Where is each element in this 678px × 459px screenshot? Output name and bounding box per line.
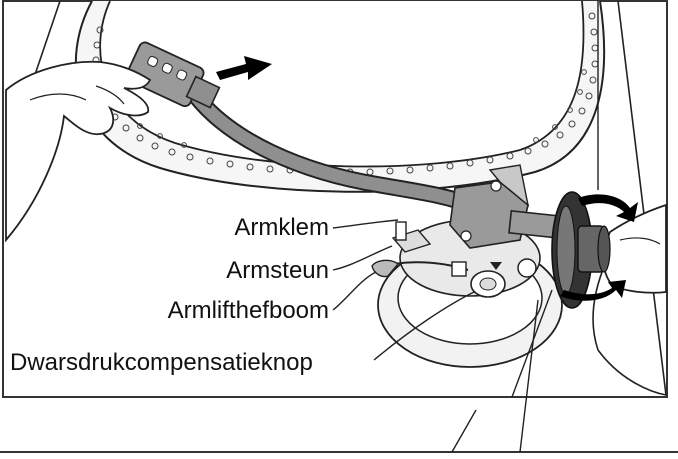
rotate-arrow-bottom — [560, 280, 626, 301]
left-hand — [5, 60, 152, 243]
leader-arm-rest — [332, 245, 393, 271]
label-arm-clamp: Armklem — [234, 214, 329, 241]
lower-panel — [0, 299, 678, 453]
left-hand-shape — [5, 60, 152, 243]
cabinet-line-right — [617, 0, 667, 396]
leader-anti-skating — [373, 291, 475, 361]
lower-leader-left — [451, 409, 477, 453]
leader-line-bottom-right — [511, 289, 553, 398]
tonearm-pipe — [188, 88, 477, 212]
anti-skating-pointer — [490, 262, 502, 270]
direction-arrow — [216, 56, 272, 80]
illustration-panel: Armklem Armsteun Armlifthefboom Dwarsdru… — [2, 0, 668, 398]
arm-clamp-shape — [395, 221, 407, 241]
counterweight — [551, 191, 611, 309]
rotate-arrow-top — [578, 194, 638, 222]
platter — [74, 0, 606, 193]
leader-arm-clamp — [332, 219, 399, 229]
tonearm-base — [371, 219, 563, 368]
label-arm-lift-lever: Armlifthefboom — [168, 297, 329, 324]
leader-arm-lift-lever — [332, 271, 377, 311]
rotation-arrows — [560, 194, 638, 301]
lower-leader-right — [519, 299, 539, 453]
headshell — [125, 41, 221, 109]
height-lock-knob — [517, 258, 537, 278]
label-anti-skating-knob: Dwarsdrukcompensatieknop — [10, 349, 313, 376]
label-arm-rest: Armsteun — [226, 257, 329, 284]
